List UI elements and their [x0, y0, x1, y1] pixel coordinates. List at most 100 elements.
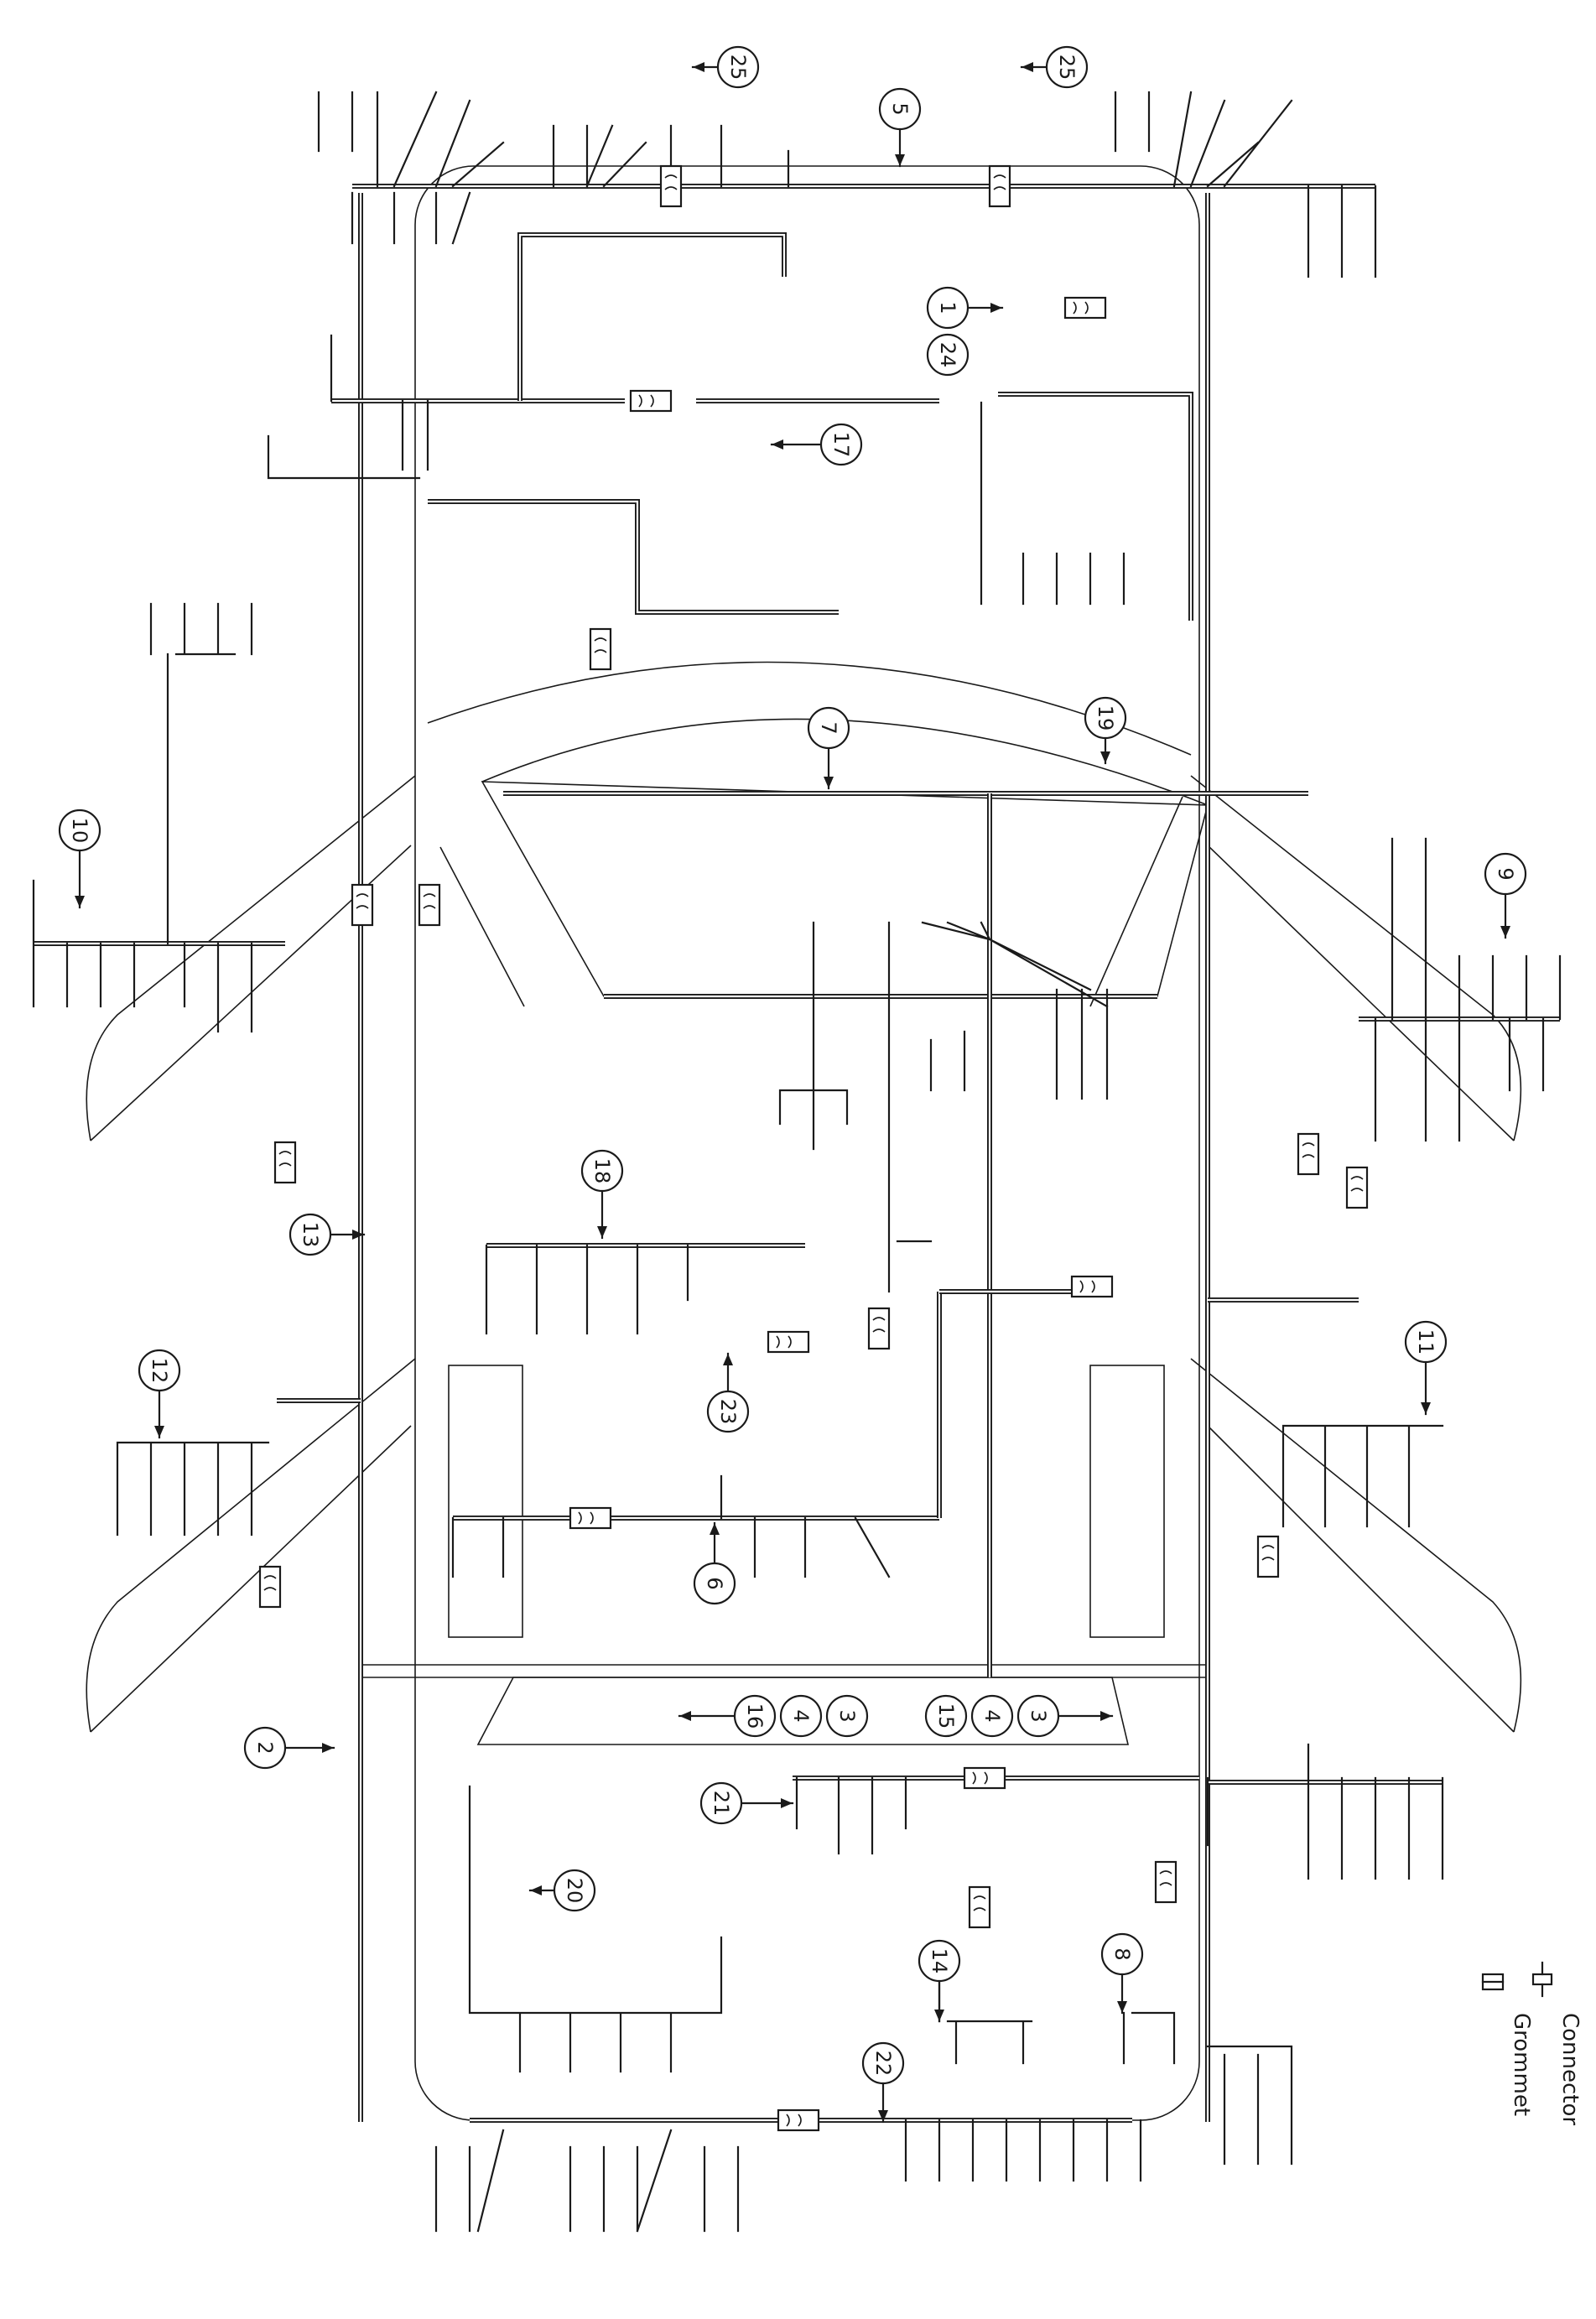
callout-arrowhead [530, 1885, 542, 1895]
connector-symbol [569, 1506, 612, 1530]
callout-number: 22 [871, 2051, 895, 2077]
callout-number: 18 [590, 1158, 614, 1184]
harness-branches [32, 91, 1562, 2233]
callout-arrowhead [990, 303, 1002, 313]
callout-24: 24 [926, 333, 970, 377]
inline-connectors [258, 164, 1369, 2132]
callout-arrowhead [824, 777, 834, 788]
connector-symbol [963, 1766, 1006, 1790]
callout-number: 15 [934, 1703, 958, 1729]
callout-10: 10 [58, 809, 101, 909]
callout-arrowhead [322, 1743, 334, 1753]
callout-arrowhead [693, 62, 704, 72]
grommet-legend-icon [1481, 1973, 1505, 1991]
callout-circle [970, 1694, 1014, 1738]
callout-number: 2 [253, 1741, 277, 1754]
connector-symbol [351, 883, 374, 927]
callout-arrowhead [895, 154, 905, 166]
callout-number: 13 [299, 1222, 322, 1248]
callout-circle [580, 1149, 624, 1193]
callout-arrowhead [597, 1226, 607, 1238]
callout-circle [918, 1939, 961, 1983]
connector-legend-icon [1531, 1961, 1553, 1998]
connector-symbol [968, 1885, 991, 1929]
callout-number: 10 [68, 818, 91, 844]
callout-arrowhead [1022, 62, 1033, 72]
callout-circle [58, 809, 101, 852]
callout-circle [1045, 45, 1089, 89]
callout-arrowhead [1421, 1402, 1431, 1414]
callout-20: 20 [528, 1869, 596, 1912]
connector-symbol [1345, 1166, 1369, 1209]
callout-number: 23 [716, 1399, 740, 1425]
callout-7: 7 [807, 706, 850, 790]
callout-4: 4 [970, 1694, 1014, 1738]
callout-arrowhead [154, 1426, 164, 1438]
callout-number: 16 [743, 1703, 767, 1729]
callout-circle [819, 423, 863, 466]
callout-arrowhead [1100, 751, 1110, 763]
harness-trunks [34, 184, 1560, 2123]
callout-number: 20 [563, 1878, 586, 1904]
callout-arrowhead [1500, 926, 1510, 938]
callout-circle [1484, 852, 1527, 896]
callout-arrowhead [1117, 2001, 1127, 2013]
connector-symbol [418, 883, 441, 927]
callout-12: 12 [138, 1349, 181, 1439]
callout-arrowhead [679, 1711, 691, 1721]
callout-circle [138, 1349, 181, 1392]
callout-17: 17 [770, 423, 863, 466]
callout-arrowhead [781, 1798, 793, 1808]
callout-circle [716, 45, 760, 89]
callout-5: 5 [878, 87, 922, 168]
callout-arrowhead [710, 1523, 720, 1535]
callout-arrowhead [352, 1230, 364, 1240]
callout-circle [699, 1781, 743, 1825]
callout-number: 8 [1110, 1947, 1134, 1960]
callout-number: 3 [835, 1709, 859, 1722]
callout-16: 16 [678, 1694, 777, 1738]
callout-13: 13 [289, 1213, 366, 1256]
callout-6: 6 [693, 1521, 736, 1605]
callout-14: 14 [918, 1939, 961, 2023]
callout-circle [825, 1694, 869, 1738]
callout-number: 9 [1494, 867, 1517, 880]
callout-number: 19 [1094, 705, 1117, 731]
connector-symbol [589, 627, 612, 671]
callout-circle [1404, 1320, 1448, 1364]
callout-number: 11 [1414, 1329, 1437, 1355]
callout-number: 6 [703, 1577, 726, 1589]
callout-circle [924, 1694, 968, 1738]
callout-19: 19 [1084, 696, 1127, 765]
callout-1: 1 [926, 286, 1004, 330]
callout-9: 9 [1484, 852, 1527, 939]
callout-circle [807, 706, 850, 750]
callout-circle [861, 2041, 905, 2085]
callout-circle [553, 1869, 596, 1912]
callout-number: 5 [888, 102, 912, 115]
callout-arrowhead [934, 2010, 944, 2021]
callout-number: 7 [817, 721, 840, 734]
connector-symbol [1297, 1132, 1320, 1176]
connector-symbol [629, 389, 673, 413]
callout-number: 14 [928, 1948, 951, 1974]
callout-22: 22 [861, 2041, 905, 2124]
callout-number: 4 [980, 1709, 1004, 1722]
callout-4: 4 [779, 1694, 823, 1738]
callout-arrowhead [75, 896, 85, 907]
callout-25: 25 [691, 45, 760, 89]
callout-25: 25 [1020, 45, 1089, 89]
callout-circle [1100, 1932, 1144, 1976]
callout-number: 1 [936, 301, 959, 314]
callout-number: 4 [789, 1709, 813, 1722]
callout-8: 8 [1100, 1932, 1144, 2015]
callout-3: 3 [1016, 1694, 1114, 1738]
connector-symbol [659, 164, 683, 208]
callout-circle [779, 1694, 823, 1738]
connector-symbol [867, 1307, 891, 1350]
callout-23: 23 [706, 1352, 750, 1433]
callout-circle [289, 1213, 332, 1256]
connector-legend-label: Connector [1557, 2013, 1583, 2125]
